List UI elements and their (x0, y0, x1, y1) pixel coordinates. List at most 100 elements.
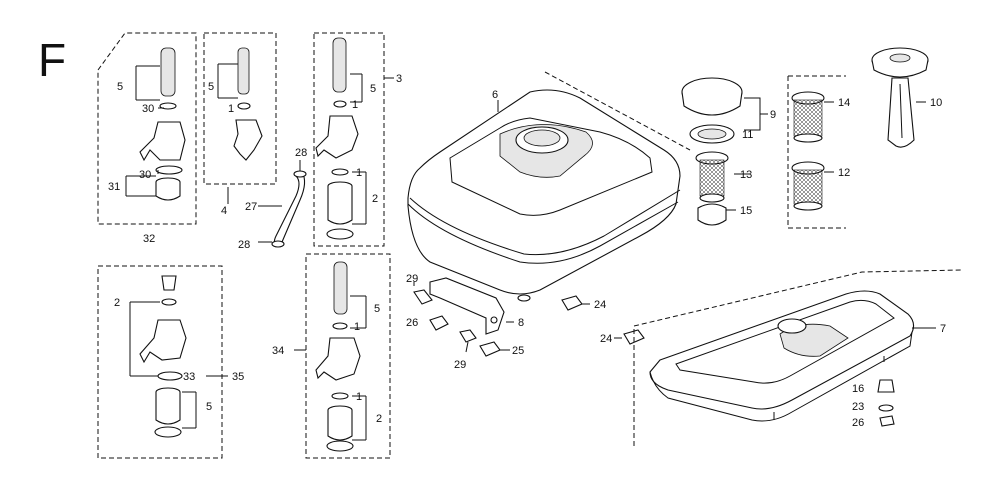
o-ring (161, 298, 177, 306)
gasket-23 (878, 404, 894, 412)
bolt-29a (413, 282, 433, 305)
tube-clip (293, 170, 307, 178)
callout-5: 5 (208, 81, 214, 93)
section-letter: F (38, 34, 66, 86)
callout-25: 25 (512, 345, 524, 357)
callout-26: 26 (852, 417, 864, 429)
strainer-tube (160, 47, 176, 97)
tank-bracket (429, 277, 514, 335)
bolt-29b (459, 329, 477, 353)
strainer-tube (332, 37, 347, 93)
filler-cap-group (681, 77, 768, 226)
fuel-cock-body (233, 119, 263, 161)
callout-28: 28 (238, 239, 250, 251)
fuel-cock-assembly-34 (294, 253, 391, 459)
callout-16: 16 (852, 383, 864, 395)
callout-1: 1 (356, 167, 362, 179)
callout-34: 34 (272, 345, 284, 357)
callout-5: 5 (370, 83, 376, 95)
callout-32: 32 (143, 233, 155, 245)
callout-1: 1 (356, 391, 362, 403)
callout-3: 3 (396, 73, 402, 85)
fuel-cock-assembly-3 (313, 32, 394, 247)
o-ring (331, 168, 349, 176)
fuel-tank (407, 71, 691, 302)
callout-11: 11 (742, 129, 753, 141)
fuel-gauge-cap (871, 47, 929, 148)
strainer-ring-15 (697, 203, 727, 226)
fuel-cock-assembly-35 (97, 265, 228, 459)
strainer-12 (793, 169, 823, 205)
fuel-cup (155, 182, 181, 201)
callout-5: 5 (117, 81, 123, 93)
fuel-tank-alt (633, 269, 963, 446)
fuel-cup (155, 392, 181, 425)
callout-28: 28 (295, 147, 307, 159)
o-ring (332, 322, 348, 330)
fuel-cock-assembly-4 (203, 32, 277, 204)
callout-4: 4 (221, 205, 227, 217)
nut-26b (879, 415, 895, 427)
gasket (326, 228, 354, 240)
callout-31: 31 (108, 181, 120, 193)
callout-35: 35 (232, 371, 244, 383)
o-ring (331, 392, 349, 400)
callout-9: 9 (770, 109, 776, 121)
callout-27: 27 (245, 201, 257, 213)
strainer-tube (237, 47, 250, 95)
gasket (157, 371, 183, 381)
nut-24a (561, 295, 590, 311)
strainer-box (787, 75, 846, 229)
callout-2: 2 (372, 193, 378, 205)
callout-1: 1 (228, 103, 234, 115)
strainer-tube (333, 261, 348, 315)
callout-29: 29 (406, 273, 418, 285)
callout-6: 6 (492, 89, 498, 101)
o-ring (333, 100, 347, 108)
callout-7: 7 (940, 323, 946, 335)
callout-13: 13 (740, 169, 752, 181)
gauge-16 (877, 379, 895, 393)
callout-24: 24 (594, 299, 606, 311)
fuel-tube (258, 160, 307, 248)
fuel-cup (327, 410, 353, 441)
callout-30: 30 (139, 169, 151, 181)
callout-12: 12 (838, 167, 850, 179)
filler-neck (777, 318, 807, 334)
nut-24b (614, 329, 645, 345)
gasket (154, 426, 182, 438)
drain-screw (161, 275, 177, 291)
fuel-cock-assembly-32 (97, 32, 197, 225)
callout-23: 23 (852, 401, 864, 413)
gasket (326, 440, 354, 452)
fuel-cock-body (315, 337, 361, 381)
callout-30: 30 (142, 103, 154, 115)
callout-14: 14 (838, 97, 850, 109)
nut-25 (479, 341, 510, 357)
fuel-cock-body (139, 319, 187, 364)
fuel-cup (327, 186, 353, 225)
callout-33: 33 (183, 371, 195, 383)
nut-26a (429, 315, 449, 331)
callout-15: 15 (740, 205, 752, 217)
o-ring (237, 102, 251, 110)
tube-clip (271, 240, 285, 248)
callout-1: 1 (352, 99, 358, 111)
fuel-cock-body (315, 115, 359, 159)
callout-5: 5 (374, 303, 380, 315)
gasket (155, 165, 183, 175)
callout-8: 8 (518, 317, 524, 329)
callout-5: 5 (206, 401, 212, 413)
callout-29: 29 (454, 359, 466, 371)
strainer-14 (793, 99, 823, 137)
callout-24: 24 (600, 333, 612, 345)
strainer-13 (699, 159, 725, 197)
callout-2: 2 (376, 413, 382, 425)
callout-1: 1 (354, 321, 360, 333)
callout-2: 2 (114, 297, 120, 309)
fuel-cock-body (139, 121, 186, 162)
callout-26: 26 (406, 317, 418, 329)
callout-10: 10 (930, 97, 942, 109)
